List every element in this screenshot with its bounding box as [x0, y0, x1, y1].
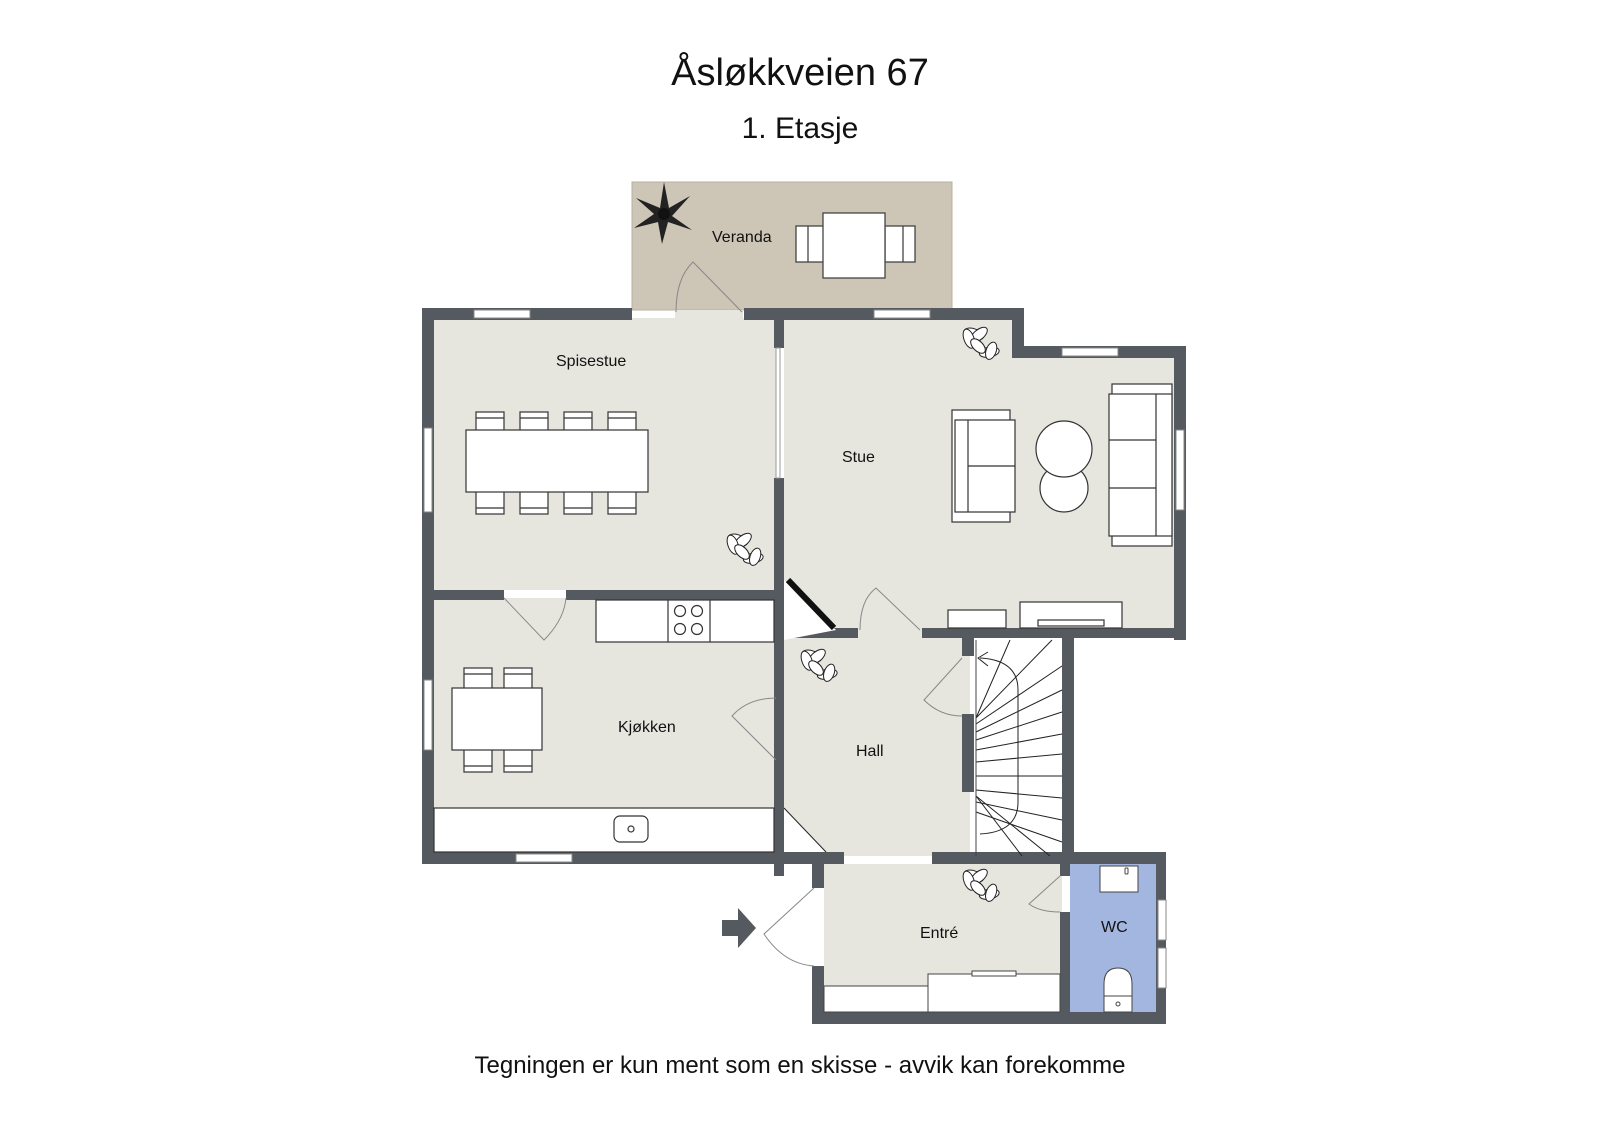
stair-arrow-icon: [977, 651, 989, 667]
sofa-large-icon: [1108, 383, 1173, 547]
dining-table-icon: [465, 411, 649, 515]
outdoor-table-icon: [795, 212, 916, 279]
door-kjokken-hall[interactable]: [731, 697, 777, 761]
room-veranda: Veranda: [631, 181, 953, 311]
door-wc[interactable]: [1028, 875, 1061, 913]
plant-icon: [962, 326, 1000, 360]
room-label-spisestue: Spisestue: [556, 353, 626, 370]
sofa-small-icon: [951, 409, 1016, 523]
page-title: Åsløkkveien 67: [671, 52, 929, 94]
plant-icon: [962, 868, 1000, 902]
tv-bench-icon: [947, 601, 1123, 629]
room-label-kjokken: Kjøkken: [618, 719, 676, 736]
windows: [423, 309, 1185, 989]
doors: [503, 261, 1061, 967]
room-label-hall: Hall: [856, 743, 884, 760]
disclaimer-text: Tegningen er kun ment som en skisse - av…: [474, 1052, 1126, 1079]
palm-plant-icon: [634, 182, 692, 244]
front-door[interactable]: [763, 887, 815, 967]
wc-sink-icon: [1099, 865, 1139, 893]
room-label-veranda: Veranda: [712, 229, 772, 246]
kitchen-table-icon: [451, 667, 543, 773]
sink-counter-icon: [433, 807, 775, 853]
closet-hall: [783, 807, 827, 853]
room-label-entre: Entré: [920, 925, 958, 942]
entrance-arrow-icon: [722, 908, 756, 948]
door-hall-stair[interactable]: [923, 657, 963, 717]
toilet-icon: [1103, 967, 1133, 1013]
room-label-wc: WC: [1101, 919, 1128, 936]
stove-icon: [673, 604, 704, 636]
round-tables-icon: [1035, 420, 1093, 513]
door-spisestue-kjokken[interactable]: [503, 597, 567, 641]
room-label-stue: Stue: [842, 449, 875, 466]
plant-icon: [726, 532, 764, 566]
door-stue-hall[interactable]: [859, 587, 921, 631]
entry-cabinets-icon: [823, 970, 1061, 1013]
chimney-diagonal: [784, 577, 837, 640]
kitchen-counter-icon: [595, 599, 775, 643]
staircase: [975, 639, 1063, 857]
sliding-door-stue[interactable]: [775, 347, 781, 479]
door-veranda[interactable]: [675, 261, 743, 318]
floor-subtitle: 1. Etasje: [741, 112, 859, 145]
plant-icon: [800, 648, 838, 682]
